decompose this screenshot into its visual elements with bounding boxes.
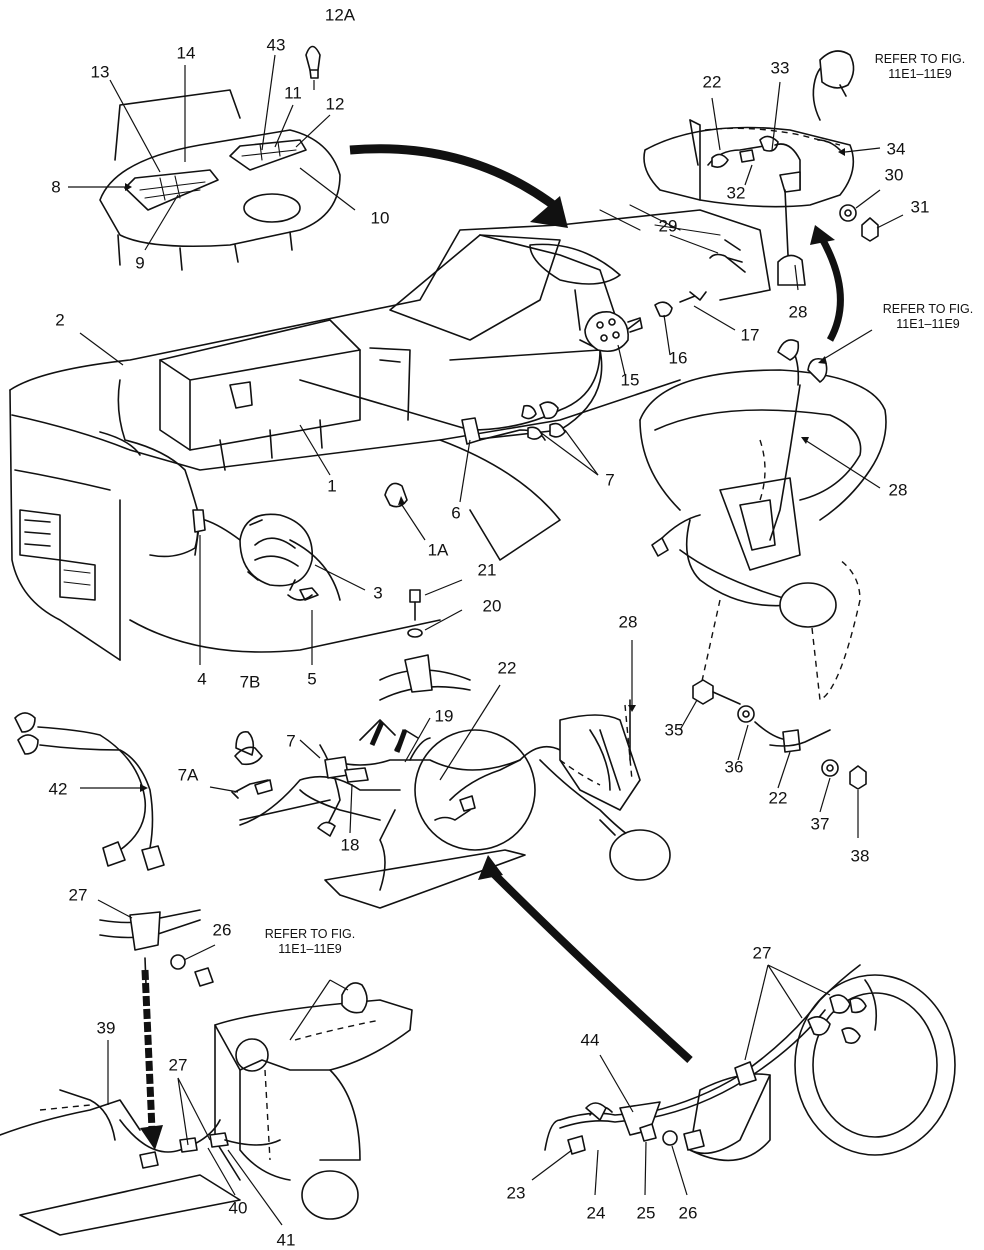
callout-22-top: 22 xyxy=(702,72,722,92)
callout-9: 9 xyxy=(135,253,145,273)
callout-13: 13 xyxy=(90,62,110,82)
refer-line: REFER TO FIG. xyxy=(874,52,966,66)
callout-43: 43 xyxy=(266,35,286,55)
callout-23: 23 xyxy=(506,1183,526,1203)
rear-frame-leaders xyxy=(97,899,349,1226)
callout-29: 29 xyxy=(658,216,678,236)
callout-3: 3 xyxy=(373,583,383,603)
callout-31: 31 xyxy=(910,197,930,217)
callout-27-lower: 27 xyxy=(168,1055,188,1075)
callout-41: 41 xyxy=(276,1230,296,1250)
rear-wheel-harness-inset xyxy=(544,964,956,1162)
callout-35: 35 xyxy=(664,720,684,740)
callout-22-right: 22 xyxy=(768,788,788,808)
callout-1A: 1A xyxy=(427,540,449,560)
callout-36: 36 xyxy=(724,757,744,777)
dash-leader-lines xyxy=(68,54,356,251)
callout-22-center: 22 xyxy=(497,658,517,678)
refer-line: REFER TO FIG. xyxy=(264,927,356,941)
fender-lamp-inset xyxy=(639,339,887,702)
fender-leaders xyxy=(801,329,881,489)
light-switch-15 xyxy=(584,239,743,353)
callout-26-left: 26 xyxy=(212,920,232,940)
callout-28-center: 28 xyxy=(618,612,638,632)
hardware-35-38 xyxy=(679,679,867,838)
callout-40: 40 xyxy=(228,1198,248,1218)
callout-11: 11 xyxy=(284,83,302,103)
callout-4: 4 xyxy=(197,669,207,689)
callout-42: 42 xyxy=(48,779,68,799)
rear-frame-inset xyxy=(0,909,413,1236)
callout-30: 30 xyxy=(884,165,904,185)
dash-panel-inset xyxy=(99,45,341,271)
callout-16: 16 xyxy=(668,348,688,368)
callout-12A: 12A xyxy=(324,5,356,25)
bulb-7B xyxy=(235,731,255,756)
center-leaders xyxy=(209,579,636,834)
callout-2: 2 xyxy=(55,310,65,330)
callout-38: 38 xyxy=(850,846,870,866)
callout-19: 19 xyxy=(434,706,454,726)
refer-line: 11E1–11E9 xyxy=(896,317,960,331)
callout-33: 33 xyxy=(770,58,790,78)
arrow-bracket-to-fender xyxy=(810,225,844,342)
callout-32: 32 xyxy=(726,183,746,203)
main-leaders xyxy=(79,234,736,665)
callout-5: 5 xyxy=(307,669,317,689)
callout-26-right: 26 xyxy=(678,1203,698,1223)
arrow-dash-to-tractor xyxy=(349,144,568,228)
callout-7-upper: 7 xyxy=(605,470,615,490)
top-right-leaders xyxy=(711,81,904,291)
tractor-hood-body xyxy=(9,204,771,661)
callout-27-left: 27 xyxy=(68,885,88,905)
callout-18: 18 xyxy=(340,835,360,855)
callout-15: 15 xyxy=(620,370,640,390)
callout-21: 21 xyxy=(477,560,497,580)
refer-note-top-right: REFER TO FIG. 11E1–11E9 xyxy=(875,52,966,82)
rear-lamp-bracket-inset xyxy=(643,50,879,286)
refer-line: 11E1–11E9 xyxy=(888,67,952,81)
callout-7-lower: 7 xyxy=(286,731,296,751)
bulb-1A xyxy=(384,482,408,508)
callout-20: 20 xyxy=(482,596,502,616)
refer-note-bottom-center: REFER TO FIG. 11E1–11E9 xyxy=(265,927,356,957)
callout-39: 39 xyxy=(96,1018,116,1038)
callout-28-mid: 28 xyxy=(888,480,908,500)
callout-7A: 7A xyxy=(177,765,199,785)
callout-27-right: 27 xyxy=(752,943,772,963)
center-harness xyxy=(231,589,671,909)
callout-44: 44 xyxy=(580,1030,600,1050)
callout-24: 24 xyxy=(586,1203,606,1223)
refer-line: 11E1–11E9 xyxy=(278,942,342,956)
main-wiring-harness xyxy=(99,349,601,558)
callout-17: 17 xyxy=(740,325,760,345)
harness-42 xyxy=(14,712,165,871)
callout-1: 1 xyxy=(327,476,337,496)
refer-note-mid-right: REFER TO FIG. 11E1–11E9 xyxy=(883,302,974,332)
callout-14: 14 xyxy=(176,43,196,63)
callout-7B: 7B xyxy=(239,672,261,692)
callout-12: 12 xyxy=(325,94,345,114)
callout-6: 6 xyxy=(451,503,461,523)
callout-34: 34 xyxy=(886,139,906,159)
arrow-detail-to-frame xyxy=(478,855,693,1063)
alternator xyxy=(204,513,319,601)
callout-28-top: 28 xyxy=(788,302,808,322)
rear-wheel-leaders xyxy=(531,964,831,1196)
callout-8: 8 xyxy=(51,177,61,197)
callout-37: 37 xyxy=(810,814,830,834)
callout-10: 10 xyxy=(370,208,390,228)
refer-line: REFER TO FIG. xyxy=(882,302,974,316)
callout-25: 25 xyxy=(636,1203,656,1223)
